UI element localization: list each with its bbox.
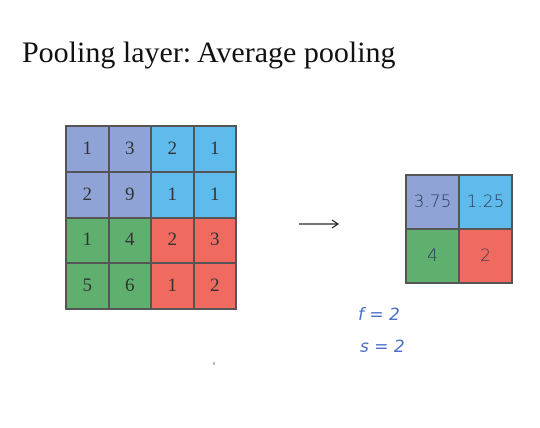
stray-mark (213, 362, 215, 365)
input-cell: 1 (151, 263, 194, 309)
input-cell: 6 (108, 263, 151, 309)
input-matrix: 1 3 2 1 2 9 1 1 1 4 2 3 5 6 1 2 (65, 125, 237, 310)
input-cell: 2 (151, 217, 194, 264)
input-cell: 9 (108, 171, 151, 218)
filter-size-annotation: f = 2 (358, 305, 400, 325)
stride-annotation: s = 2 (360, 337, 405, 357)
input-cell: 5 (66, 263, 109, 309)
input-cell: 3 (108, 126, 151, 172)
output-cell: 1.25 (459, 175, 512, 229)
input-cell: 3 (193, 217, 236, 264)
input-cell: 1 (66, 217, 109, 264)
right-arrow-icon (299, 219, 340, 229)
output-cell: 3.75 (406, 175, 459, 229)
input-cell: 1 (151, 171, 194, 218)
output-cell: 2 (459, 229, 512, 283)
input-cell: 4 (108, 217, 151, 264)
input-cell: 2 (193, 263, 236, 309)
input-cell: 1 (193, 171, 236, 218)
output-cell: 4 (406, 229, 459, 283)
input-cell: 2 (151, 126, 194, 172)
input-cell: 1 (66, 126, 109, 172)
input-cell: 2 (66, 171, 109, 218)
input-cell: 1 (193, 126, 236, 172)
output-matrix: 3.75 1.25 4 2 (405, 174, 513, 284)
slide-title: Pooling layer: Average pooling (22, 36, 396, 69)
